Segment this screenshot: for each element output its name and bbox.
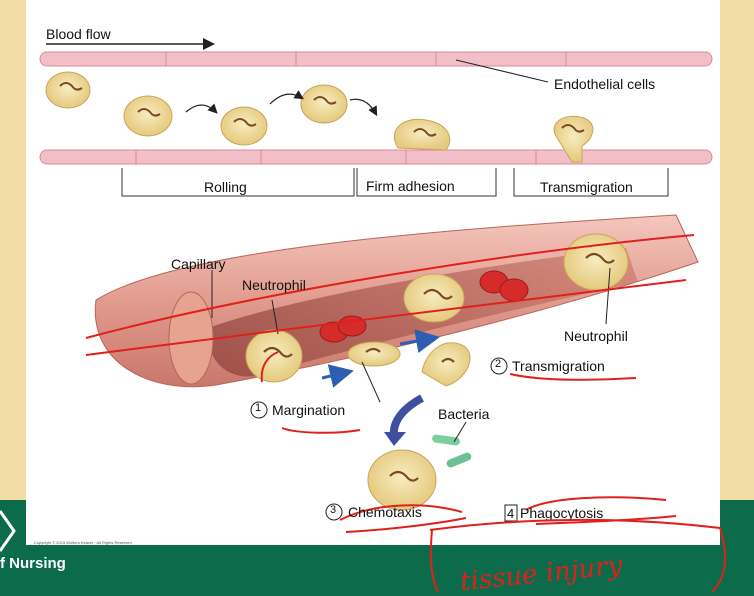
endothelial-pointer [455, 59, 549, 83]
step3-number: 3 [330, 504, 337, 516]
diagram-figure: Blood flow Endothelial cells Rolling Fir… [26, 0, 720, 545]
stage-transmigration-label: Transmigration [540, 179, 633, 195]
bacteria-label: Bacteria [438, 406, 490, 422]
step2-transmigration-label: Transmigration [512, 358, 605, 374]
capillary-label: Capillary [171, 256, 226, 272]
upper-endothelium [39, 51, 713, 67]
copyright-notice: Copyright © 2015 Wolters Kluwer · All Ri… [34, 540, 132, 545]
step2-number: 2 [495, 358, 502, 370]
top-panel [39, 38, 713, 197]
step1-number: 1 [255, 402, 262, 414]
step4-phagocytosis-label: Phagocytosis [520, 505, 604, 521]
red-blood-cells [319, 270, 529, 343]
lower-endothelium [39, 149, 713, 165]
stage-rolling-label: Rolling [204, 179, 247, 195]
step1-margination-label: Margination [272, 402, 346, 418]
neutrophil-cells-top [45, 71, 594, 163]
vessel-ring [168, 291, 214, 385]
footer-text: f Nursing [0, 555, 66, 572]
stage-firm-adhesion-label: Firm adhesion [366, 178, 455, 194]
bacteria [432, 434, 472, 468]
blood-flow-label: Blood flow [46, 26, 111, 42]
neutrophil-right-label: Neutrophil [564, 328, 628, 344]
step4-number: 4 [507, 506, 515, 521]
endothelial-cells-label: Endothelial cells [554, 76, 656, 92]
neutrophil-left-label: Neutrophil [242, 277, 306, 293]
step3-chemotaxis-label: Chemotaxis [348, 504, 422, 520]
logo-mark [0, 510, 16, 552]
